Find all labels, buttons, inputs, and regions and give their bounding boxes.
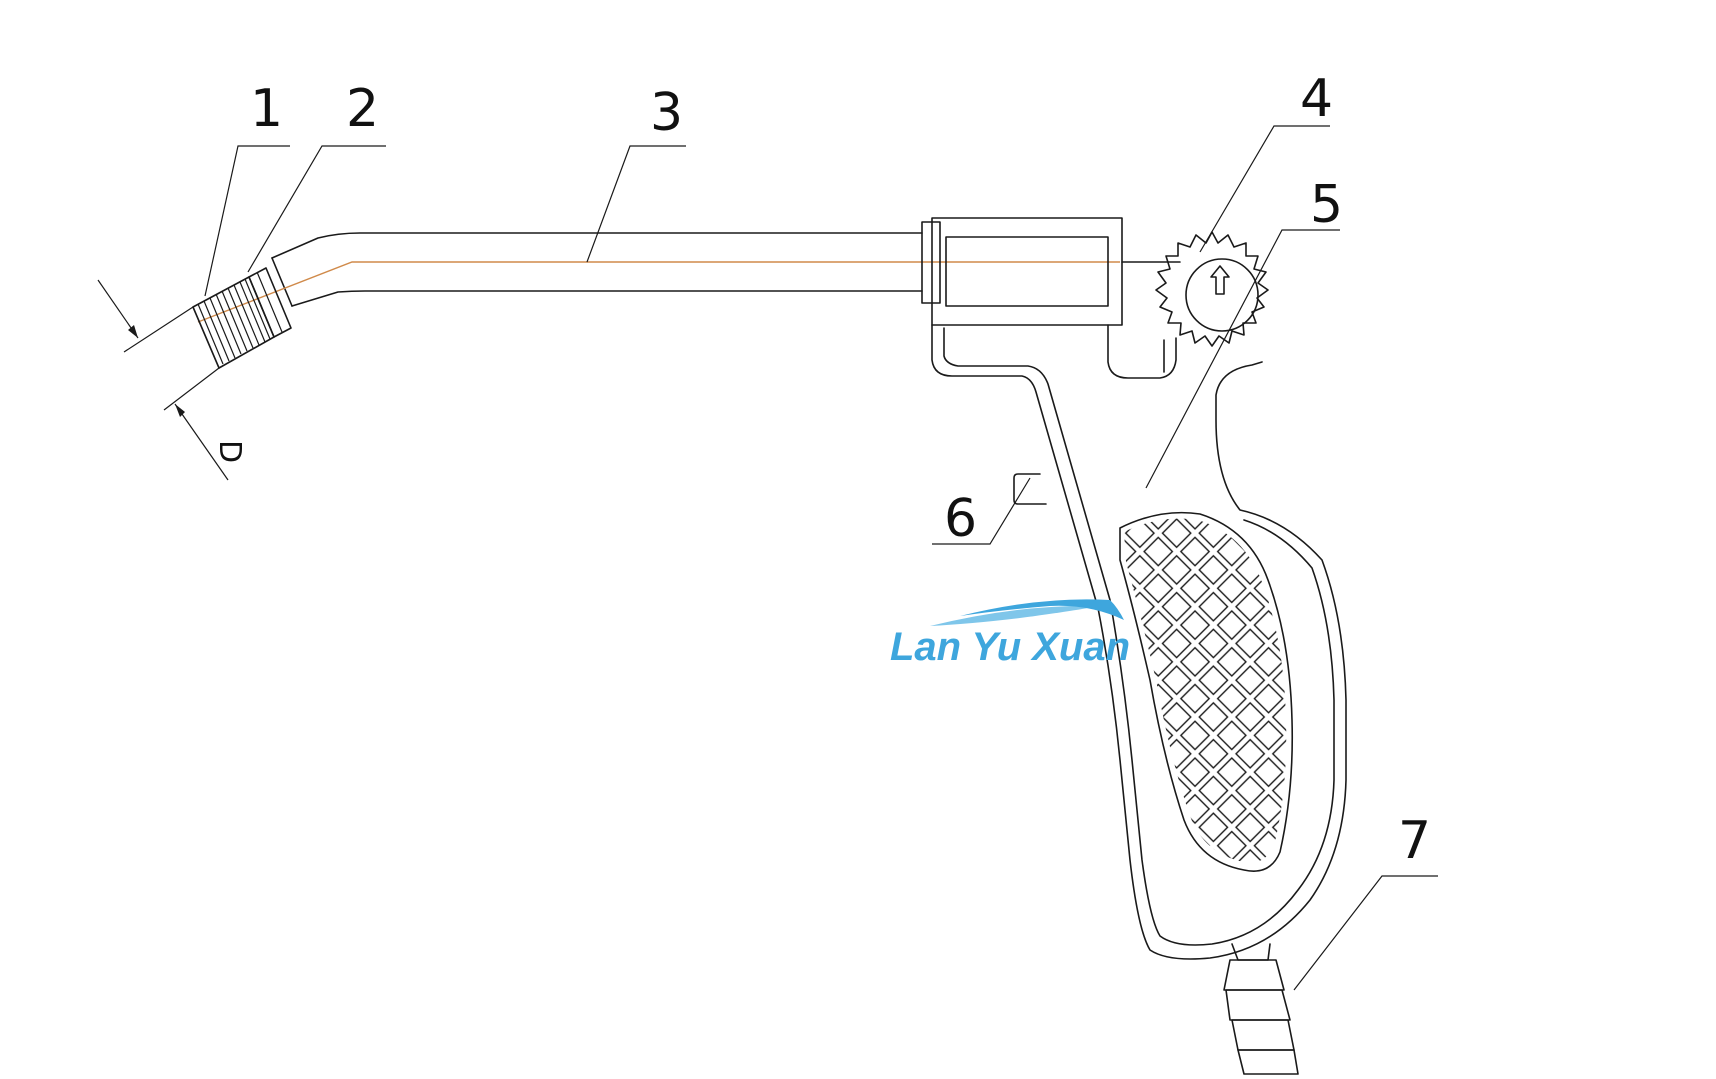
callout-2: 2 — [346, 79, 379, 139]
knurl-lines — [197, 278, 271, 365]
tube-part-3 — [271, 232, 923, 307]
trigger-part-6 — [1013, 473, 1047, 505]
dimension-d-label: D — [212, 440, 247, 463]
callout-6: 6 — [944, 489, 977, 549]
callout-labels: 1 2 3 4 5 6 7 — [250, 69, 1431, 871]
leader-lines — [204, 125, 1438, 991]
adjust-wheel-part-4 — [1155, 231, 1269, 347]
wheel-cap-part-5 — [1185, 258, 1259, 332]
callout-1: 1 — [250, 79, 283, 139]
callout-7: 7 — [1398, 811, 1431, 871]
watermark-logo: Lan Yu Xuan — [890, 599, 1130, 669]
callout-4: 4 — [1300, 69, 1333, 129]
watermark-text: Lan Yu Xuan — [890, 625, 1130, 669]
head-block — [921, 217, 1181, 326]
callout-5: 5 — [1310, 175, 1343, 235]
nozzle-part-1 — [192, 276, 275, 369]
dimension-d: D — [97, 279, 247, 481]
tube-center-line — [197, 261, 1120, 323]
callout-3: 3 — [650, 83, 683, 143]
nozzle-ring-part-2 — [248, 267, 292, 338]
hose-connector-part-7 — [1223, 943, 1299, 1075]
